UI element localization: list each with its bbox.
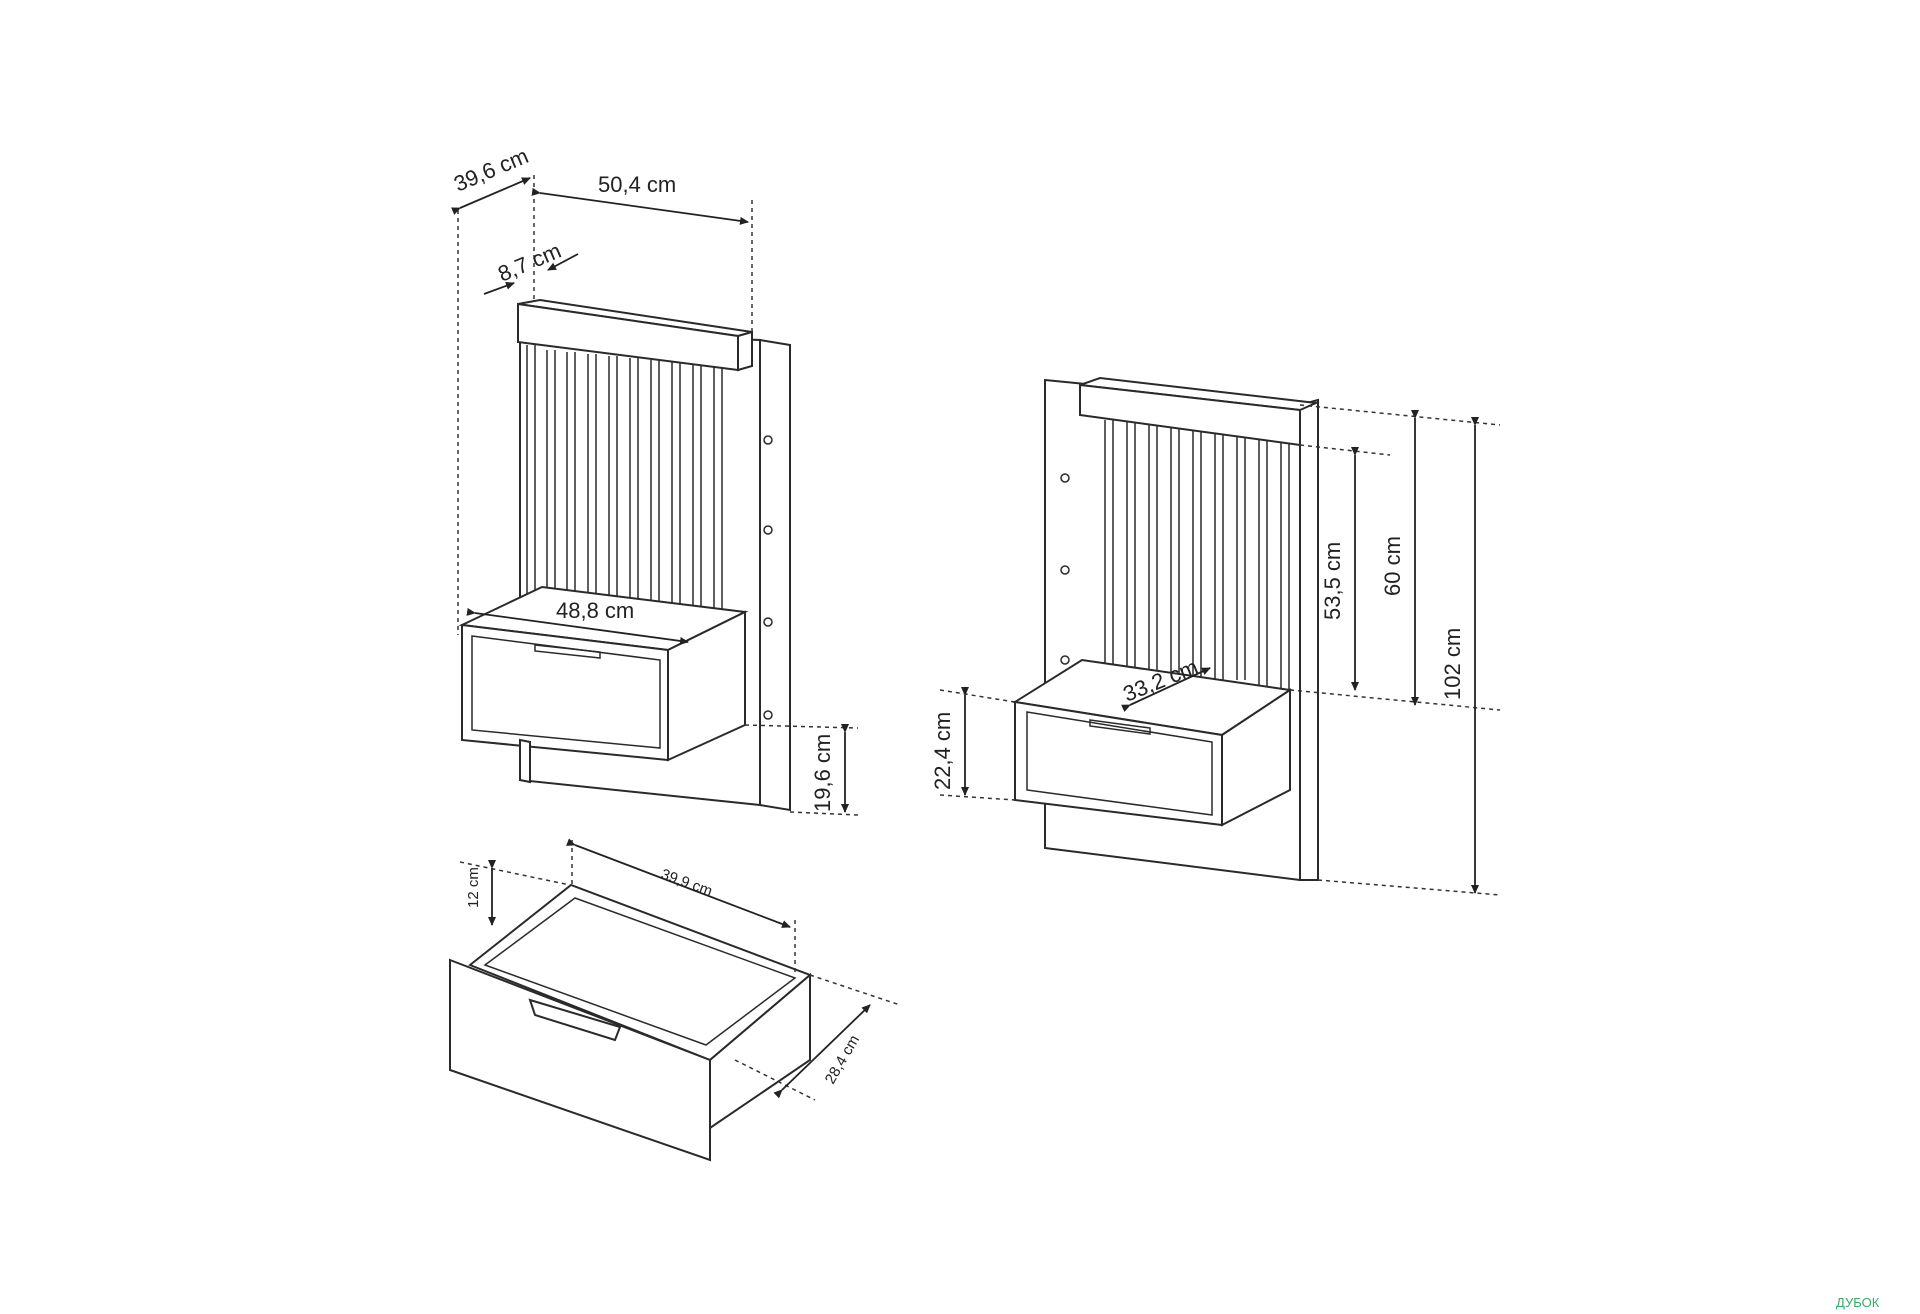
right-nightstand-view: 33,2 cm 22,4 cm 53,5 cm 60 cm 102 cm [930, 376, 1501, 896]
dim-drawer-width: 48,8 cm [556, 598, 634, 623]
drawer-box-view: 39,9 cm 12 cm 28,4 cm [449, 838, 901, 1162]
dim-floor-gap: 19,6 cm [810, 734, 835, 812]
dim-panel-upper: 60 cm [1380, 536, 1405, 596]
dim-shelf-depth: 8,7 cm [494, 238, 565, 287]
dim-panel-total: 102 cm [1440, 628, 1465, 700]
dim-box-depth: 28,4 cm [822, 1032, 863, 1087]
dim-slats-height: 53,5 cm [1320, 542, 1345, 620]
dim-depth-total: 39,6 cm [450, 143, 532, 197]
left-nightstand-view: 39,6 cm 50,4 cm 8,7 cm 48,8 cm 19,6 cm [450, 143, 859, 816]
dim-width-top: 50,4 cm [598, 172, 676, 197]
watermark-logo: ДУБОК [1836, 1295, 1880, 1310]
dim-box-height: 12 cm [465, 867, 482, 908]
dim-drawer-height: 22,4 cm [930, 712, 955, 790]
dim-box-width: 39,9 cm [659, 866, 715, 900]
